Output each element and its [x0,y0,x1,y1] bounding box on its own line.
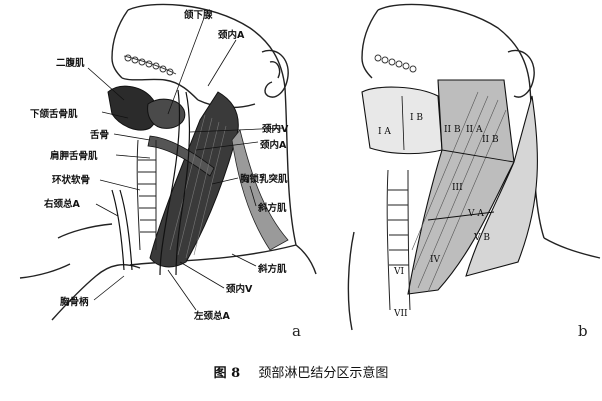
zone-label-iib-left: II B [444,125,461,135]
label-sternocleidomastoid: 胸锁乳突肌 [240,173,288,185]
zone-label-ib: I B [410,113,423,123]
label-internal-carotid-mid: 颈内A [259,139,287,151]
zone-label-va: V A [467,209,484,219]
panel-b-lymph-node-levels: I B I A II B II A II B III V A V B IV VI… [318,0,602,350]
zone-label-ia: I A [378,127,391,137]
label-mylohyoid: 下颌舌骨肌 [30,108,78,120]
panel-a-illustration: 颌下腺 颈内A 二腹肌 下颌舌骨肌 舌骨 肩胛舌骨肌 颈内V 颈内A 环状软骨 … [19,3,317,340]
figure-number: 图 8 [213,366,241,381]
trachea [136,139,157,251]
region-level-v [465,95,538,277]
trachea-b [386,169,411,311]
figure-caption: 图 8 颈部淋巴结分区示意图 [0,362,602,381]
zone-label-vb: V B [473,233,490,243]
leader-lines [87,17,285,311]
zone-label-iv: IV [430,255,441,265]
panel-letter-b: b [578,322,588,340]
zone-label-iii: III [452,183,463,193]
label-right-common-carotid: 右颈总A [43,198,81,210]
label-internal-carotid-top: 颈内A [217,29,245,41]
label-omohyoid: 肩胛舌骨肌 [49,150,98,162]
scm-hatching-b [411,91,507,293]
panel-b-illustration: I B I A II B II A II B III V A V B IV VI… [347,3,601,340]
zone-label-vi: VI [393,267,404,277]
zone-label-vii: VII [393,309,408,319]
panel-letter-a: a [292,322,301,340]
zone-label-iia: II A [466,125,483,135]
label-trapezius-lower: 斜方肌 [257,263,287,275]
vessels [111,89,191,276]
zone-label-iib-right: II B [482,135,499,145]
label-submandibular-gland: 颌下腺 [184,9,213,21]
teeth-b [374,54,417,73]
label-internal-jugular-mid: 颈内V [261,123,289,135]
omohyoid-shape [147,135,215,177]
muscle-fiber-hatching [169,114,227,259]
muscles [107,85,289,268]
level-regions [361,79,538,295]
panel-a-neck-anatomy: 颌下腺 颈内A 二腹肌 下颌舌骨肌 舌骨 肩胛舌骨肌 颈内V 颈内A 环状软骨 … [0,0,318,350]
trapezius-shape [231,129,289,251]
figure-title: 颈部淋巴结分区示意图 [258,366,389,381]
label-manubrium: 胸骨柄 [60,296,89,308]
teeth [123,54,177,76]
label-left-common-carotid: 左颈总A [193,310,231,322]
label-cricoid: 环状软骨 [52,174,90,186]
label-trapezius-upper: 斜方肌 [257,202,287,214]
label-hyoid: 舌骨 [90,129,109,141]
label-internal-jugular-low: 颈内V [225,283,253,295]
label-digastric: 二腹肌 [56,57,85,69]
